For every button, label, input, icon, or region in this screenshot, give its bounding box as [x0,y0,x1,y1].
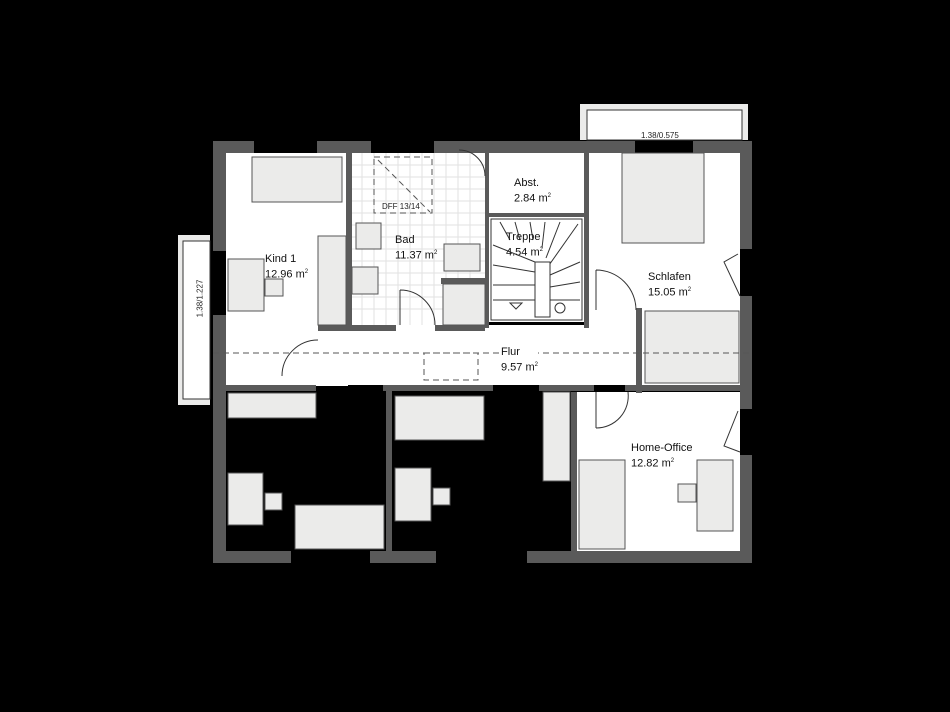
room-name: Kind 1 [265,253,297,265]
room-area: 4.54 m2 [506,246,543,259]
walls [213,141,752,563]
room-name: Home-Office [631,442,693,454]
room-name: Treppe [506,231,541,243]
room-area: 12.96 m2 [265,268,309,281]
roof-window-label: DFF 13/14 [382,202,420,211]
room-label-abst: Abst. 2.84 m2 [514,177,551,206]
furniture [227,152,740,550]
bed-kind1 [251,156,343,203]
room-name: Bad [395,234,415,246]
window-label-top: 1.38/0.575 [641,131,679,140]
room-label-schlafen: Schlafen 15.05 m2 [648,271,691,300]
room-area: 11.37 m2 [395,249,438,262]
room-area: 15.05 m2 [648,286,692,299]
room-area: 9.57 m2 [501,361,538,374]
door-swings [281,149,741,453]
room-name: Flur [501,346,520,358]
room-label-treppe: Treppe 4.54 m2 [506,231,543,260]
room-label-home-office: Home-Office 12.82 m2 [631,442,693,471]
dashed-lines [213,156,752,381]
room-name: Abst. [514,177,540,189]
room-name: Schlafen [648,271,691,283]
room-area: 2.84 m2 [514,192,551,205]
windows [178,104,748,405]
bed-schlafen [621,152,705,244]
room-area: 12.82 m2 [631,457,675,470]
window-label-left: 1.38/1.227 [195,279,205,318]
room-label-flur: Flur 9.57 m2 [501,346,538,375]
staircase [490,218,583,321]
room-label-bad: Bad 11.37 m2 [395,234,437,263]
room-label-kind1: Kind 1 12.96 m2 [265,253,308,282]
